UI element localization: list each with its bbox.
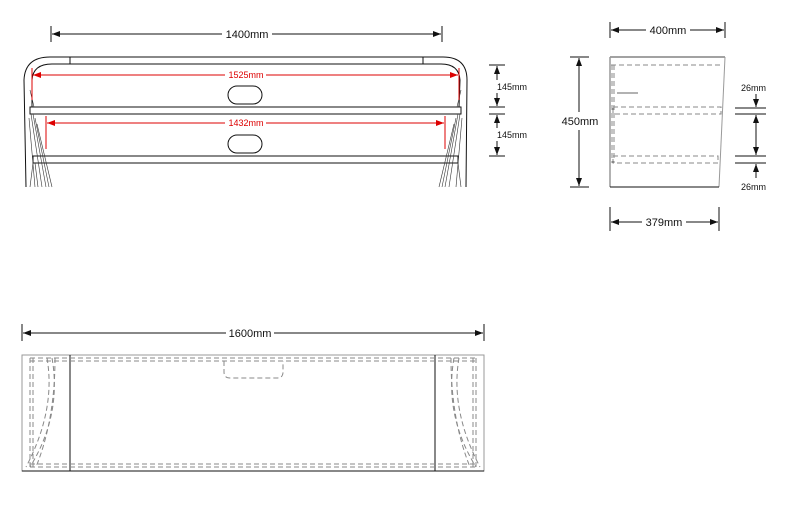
lower-shelf-width-label: 1432mm [228,118,263,128]
dimension-1600: 1600mm [21,324,485,341]
frame-outer [23,56,468,188]
cable-hole-upper [227,85,263,105]
front-width-label: 1400mm [226,29,269,41]
front-view: 1400mm 1525mm [23,26,527,188]
dimension-450: 450mm [562,56,599,188]
bottom-depth-label: 379mm [646,217,683,229]
dimension-1400: 1400mm [50,26,443,42]
lower-shelf-thickness-label: 26mm [741,182,766,192]
top-view: 1600mm [21,324,485,472]
top-width-label: 1600mm [229,328,272,340]
height-label: 450mm [562,116,599,128]
lower-gap-label: 145mm [497,130,527,140]
upper-shelf-thickness-label: 26mm [741,83,766,93]
dimension-26: 26mm 26mm [735,83,766,192]
dimension-379: 379mm [609,207,720,231]
top-depth-label: 400mm [650,25,687,37]
right-leg-hatching [438,89,463,188]
upper-shelf [29,106,462,115]
upper-gap-label: 145mm [497,82,527,92]
dimension-1525: 1525mm [31,68,460,100]
upper-shelf-width-label: 1525mm [228,70,263,80]
dimension-400: 400mm [609,22,726,38]
cable-hole-lower [227,134,263,154]
side-view: 400mm 450mm 26mm 26mm [562,22,766,231]
lower-shelf [32,155,459,164]
dimension-1432: 1432mm [45,116,446,149]
dimension-145: 145mm 145mm [489,64,527,157]
